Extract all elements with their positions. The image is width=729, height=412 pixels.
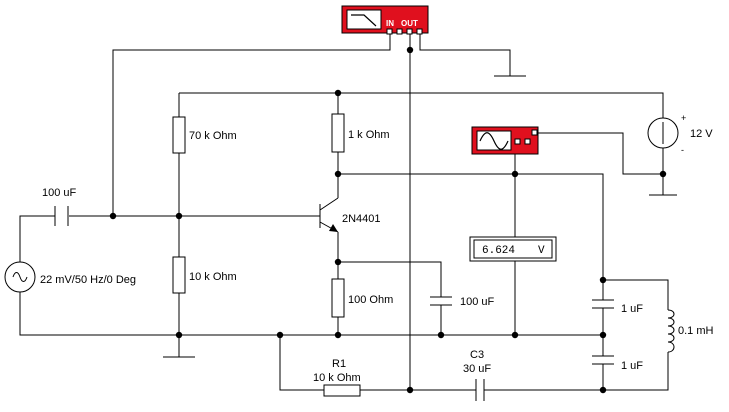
source-label: 22 mV/50 Hz/0 Deg [40,274,136,286]
tank-capacitor-top-label: 1 uF [621,303,643,315]
oscilloscope[interactable] [471,126,539,155]
feedback-capacitor[interactable] [475,379,485,401]
supply-label: 12 V [690,128,713,140]
bias-resistor-top[interactable] [172,116,186,154]
voltmeter-value: 6.624 [482,245,515,257]
collector-resistor[interactable] [331,113,345,153]
feedback-capacitor-value: 30 uF [463,363,491,375]
sine-wave-icon [479,132,509,150]
scope-terminal-ground[interactable] [531,129,538,136]
ac-source[interactable] [4,261,36,293]
bode-in-label: IN [386,19,394,28]
bode-out-label: OUT [401,19,418,28]
supply-minus-label: - [681,145,684,155]
tank-capacitor-bottom[interactable] [592,355,614,365]
feedback-resistor-name: R1 [332,358,346,370]
feedback-capacitor-name: C3 [470,349,484,361]
bias-resistor-top-label: 70 k Ohm [189,130,237,142]
bias-resistor-bottom-label: 10 k Ohm [189,271,237,283]
bode-out-terminal[interactable] [406,28,413,35]
feedback-resistor[interactable] [323,384,361,397]
bode-in-terminal[interactable] [386,28,393,35]
collector-resistor-label: 1 k Ohm [348,129,390,141]
emitter-capacitor[interactable] [430,296,452,306]
tank-capacitor-top[interactable] [592,299,614,309]
lowpass-curve-icon [351,14,377,27]
scope-terminal-b[interactable] [524,138,531,145]
tank-capacitor-bottom-label: 1 uF [621,360,643,372]
voltmeter-unit: V [538,245,545,257]
bode-in-terminal-2[interactable] [396,28,403,35]
scope-terminal-a[interactable] [514,138,521,145]
feedback-resistor-value: 10 k Ohm [313,372,361,384]
transistor-label: 2N4401 [342,213,381,225]
junction-dots [109,46,667,394]
transistor-2n4401[interactable] [319,197,339,233]
input-capacitor-label: 100 uF [42,187,77,199]
bode-out-terminal-2[interactable] [416,28,423,35]
bode-plotter[interactable]: IN OUT [341,5,429,35]
tank-inductor[interactable] [667,309,675,353]
input-capacitor[interactable] [54,206,69,226]
emitter-resistor[interactable] [331,278,345,318]
emitter-capacitor-label: 100 uF [460,296,495,308]
wires [19,33,669,391]
bias-resistor-bottom[interactable] [172,256,186,294]
dc-supply[interactable] [647,117,679,149]
emitter-resistor-label: 100 Ohm [348,294,393,306]
sine-wave-icon [12,272,28,282]
ground-symbol-left [163,345,195,358]
voltmeter[interactable]: 6.624 V [469,236,557,262]
supply-plus-label: + [681,113,686,123]
inductor-label: 0.1 mH [678,325,714,337]
